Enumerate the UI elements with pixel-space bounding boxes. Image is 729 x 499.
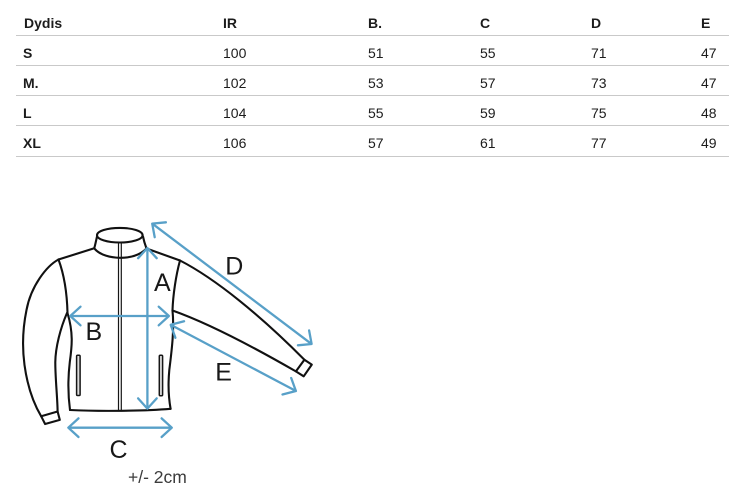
svg-text:C: C — [110, 436, 128, 464]
svg-text:E: E — [215, 359, 232, 387]
svg-text:D: D — [225, 253, 243, 281]
svg-text:B: B — [86, 318, 103, 346]
svg-text:A: A — [154, 269, 171, 297]
svg-text:+/- 2cm: +/- 2cm — [128, 467, 187, 487]
